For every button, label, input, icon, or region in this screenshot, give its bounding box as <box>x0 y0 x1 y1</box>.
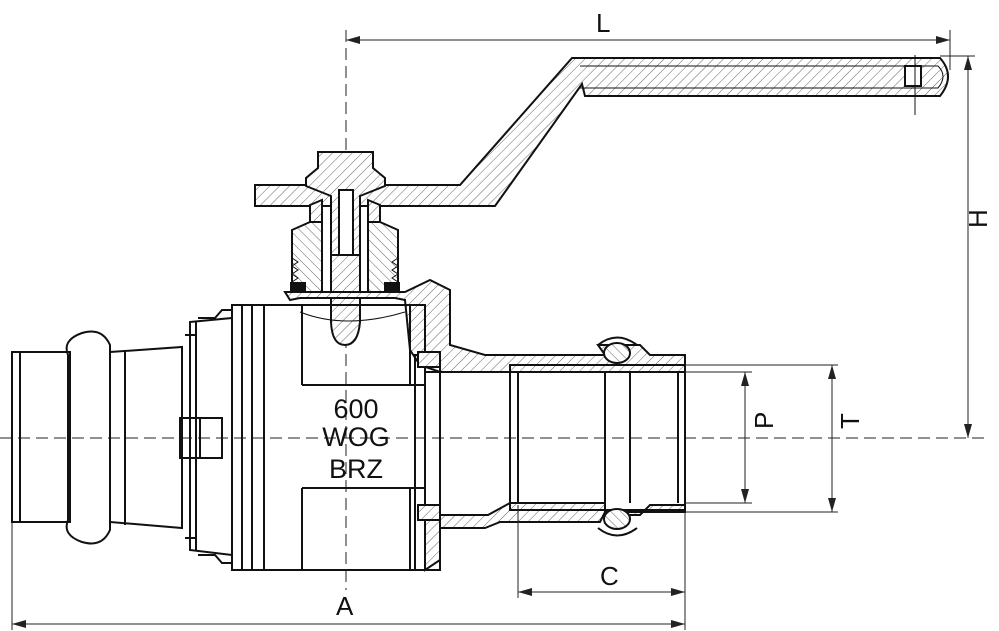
handle-hole <box>904 65 922 87</box>
center-lines <box>0 30 985 590</box>
dimension-T: T <box>685 364 865 513</box>
left-press-end <box>11 309 233 564</box>
dimension-P: P <box>685 371 779 504</box>
dimension-C: C <box>517 505 686 630</box>
dimension-L-label: L <box>596 8 610 38</box>
dimension-C-label: C <box>600 561 619 591</box>
marking-line-1: 600 <box>333 394 378 424</box>
lever-handle <box>254 55 949 207</box>
dimension-L: L <box>346 8 951 70</box>
dimension-T-label: T <box>835 413 865 429</box>
dimension-H-label: H <box>963 209 993 228</box>
dimension-A-label: A <box>336 591 354 621</box>
body-marking: 600 WOG BRZ <box>322 394 390 484</box>
dimension-A: A <box>11 522 685 630</box>
right-press-end <box>509 336 686 537</box>
marking-line-3: BRZ <box>329 454 383 484</box>
dimension-H: H <box>940 55 993 438</box>
stem-assembly <box>290 151 400 347</box>
dimension-P-label: P <box>749 412 779 429</box>
marking-line-2: WOG <box>322 422 390 452</box>
